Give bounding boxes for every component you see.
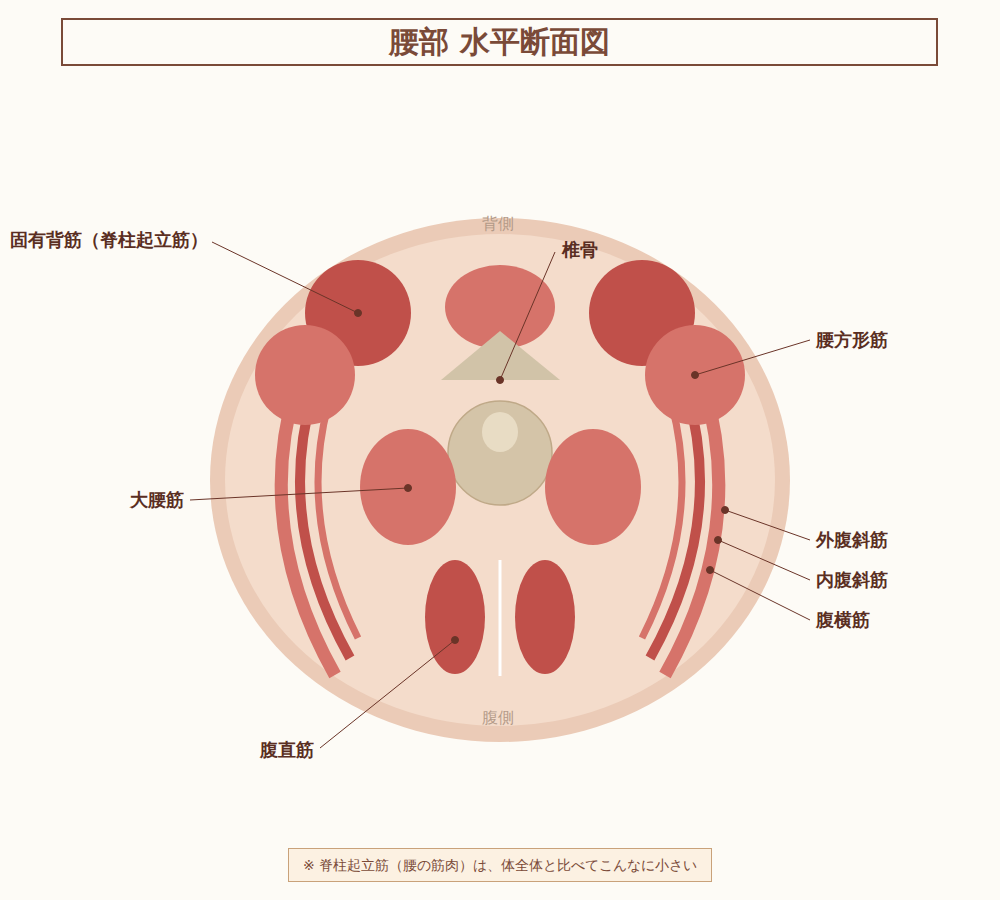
- muscle-label: 大腰筋: [130, 489, 184, 511]
- bone-label: 椎骨: [562, 239, 598, 261]
- muscle-label: 外腹斜筋: [816, 529, 888, 551]
- side-label: 背側: [482, 214, 514, 233]
- muscle-label: 固有背筋（脊柱起立筋）: [10, 229, 208, 251]
- title-box: 腰部 水平断面図: [61, 18, 938, 66]
- muscle-label: 腹直筋: [260, 739, 314, 761]
- title-text: 腰部 水平断面図: [389, 22, 609, 63]
- side-label: 腹側: [482, 708, 514, 727]
- caption-box: ※ 脊柱起立筋（腰の筋肉）は、体全体と比べてこんなに小さい: [288, 848, 712, 882]
- caption-text: ※ 脊柱起立筋（腰の筋肉）は、体全体と比べてこんなに小さい: [303, 857, 697, 873]
- muscle-label: 内腹斜筋: [816, 569, 888, 591]
- muscle-label: 腰方形筋: [816, 329, 888, 351]
- muscle-label: 腹横筋: [816, 609, 870, 631]
